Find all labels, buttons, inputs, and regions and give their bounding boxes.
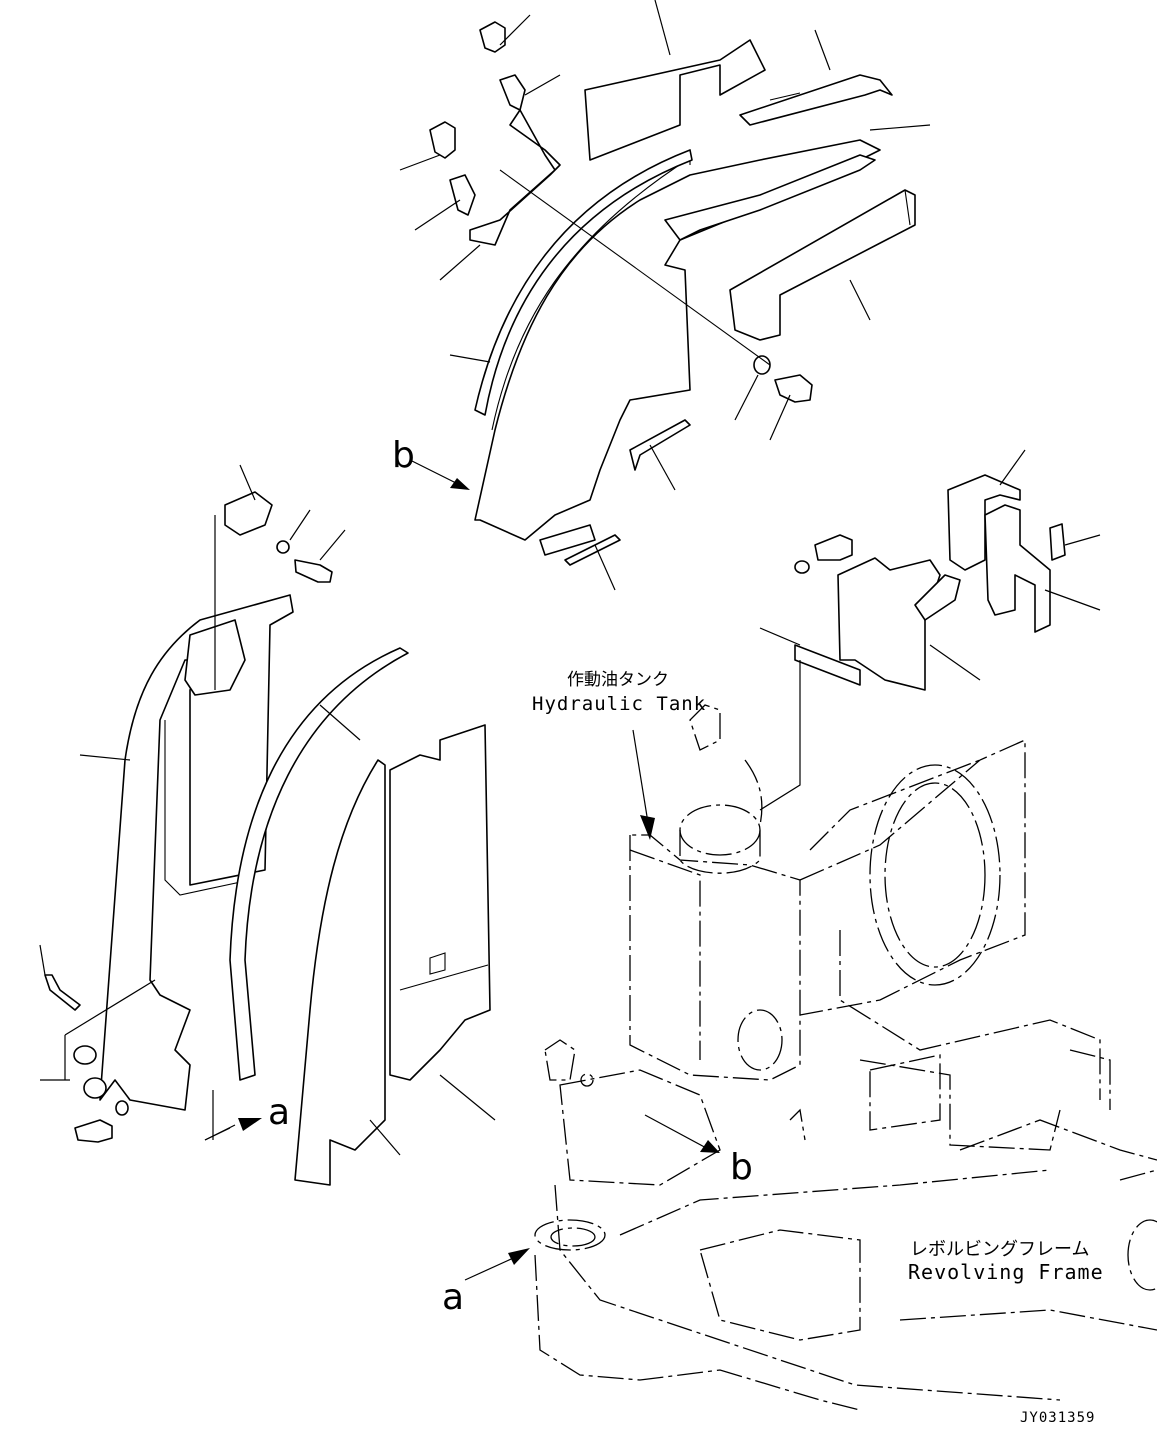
bottom-bar-1 [539, 524, 596, 556]
bolt-right [774, 374, 813, 403]
leader-lines [39, 0, 1101, 1281]
callout-a-arrow: a [268, 1092, 291, 1133]
left-top-bolt [294, 559, 333, 583]
right-bar [794, 644, 861, 686]
clip-top-2 [449, 174, 476, 216]
hydraulic-tank-label-jp: 作動油タンク [567, 670, 669, 690]
callout-b-arrow: b [392, 435, 415, 476]
drawing-number: JY031359 [1020, 1410, 1096, 1426]
revolving-frame-label-jp: レボルビングフレーム [910, 1235, 1090, 1261]
left-cap-1 [73, 1045, 97, 1065]
arc-edge-strip [474, 149, 693, 416]
right-foam-block [729, 189, 916, 341]
top-seal-pad [584, 39, 766, 161]
bolt-top-1 [479, 21, 506, 53]
callout-b-target: b [730, 1147, 753, 1188]
top-seal-strip [739, 74, 893, 126]
mid-seal-block [664, 154, 876, 241]
left-top-washer [276, 540, 290, 554]
right-foam-block-2 [984, 504, 1051, 633]
small-strip [629, 419, 691, 471]
revolving-frame-phantom [534, 704, 1157, 1411]
right-wedge [914, 574, 961, 621]
bolt-top-2 [429, 121, 456, 159]
callout-a-target: a [442, 1277, 465, 1318]
left-cap-2 [83, 1077, 107, 1099]
right-bolt [814, 534, 853, 561]
hydraulic-tank-label-en: Hydraulic Tank [532, 693, 707, 715]
left-washer [115, 1100, 129, 1116]
left-arc-frame [229, 647, 409, 1081]
right-small-assembly [794, 474, 1066, 691]
top-cover-assembly [429, 21, 916, 566]
left-clip [44, 974, 81, 1011]
right-small-pad [1049, 523, 1066, 561]
left-bolt [74, 1119, 113, 1143]
right-washer [794, 560, 810, 574]
bottom-bar-2 [564, 534, 621, 566]
left-right-panel [389, 724, 491, 1081]
left-column-frame [99, 594, 294, 1111]
left-middle-panel [294, 759, 386, 1186]
left-top-bracket [224, 491, 273, 536]
clip-top-1 [499, 74, 526, 111]
curved-cover-plate [474, 139, 881, 541]
bracket-plate [469, 109, 561, 246]
revolving-frame-label-en: Revolving Frame [908, 1260, 1104, 1284]
left-column-assembly [44, 491, 491, 1186]
